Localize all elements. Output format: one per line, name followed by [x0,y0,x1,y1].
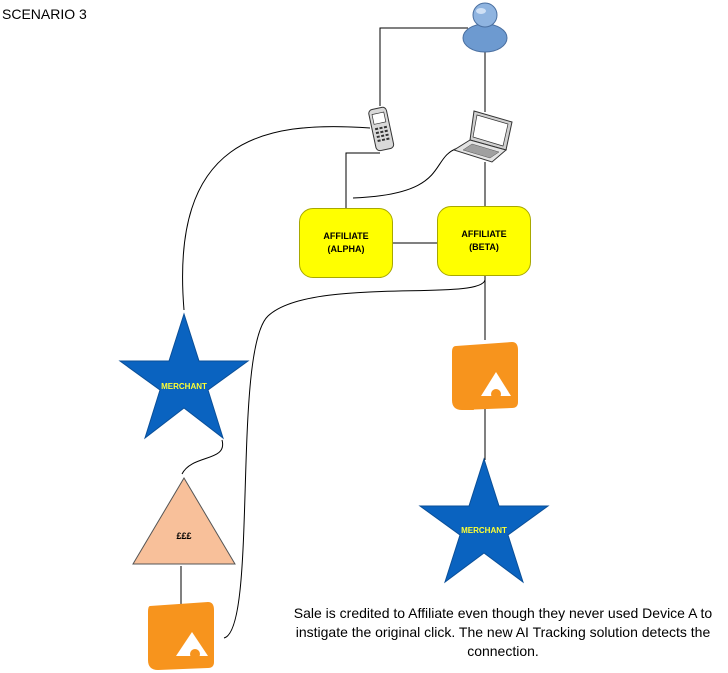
affiliate-beta-line2: (BETA) [469,242,499,252]
caption-line-3: connection. [467,643,539,659]
connector-merchant-triangle [181,439,224,475]
tracking-logo-icon-device-a [148,602,214,670]
money-label: £££ [176,531,191,541]
money-triangle: £££ [132,477,236,565]
merchant-label-left: MERCHANT [161,382,207,391]
connector-user-phone [379,27,468,106]
mobile-phone-icon [368,106,395,152]
tracking-logo-icon [452,342,518,410]
caption-line-1: Sale is credited to Affiliate even thoug… [293,605,713,621]
affiliate-beta-box: AFFILIATE (BETA) [437,206,531,276]
affiliate-alpha-line1: AFFILIATE [323,231,369,241]
connector-phone-merchant [182,126,371,311]
scenario-title: SCENARIO 3 [2,6,87,22]
connector-lines [180,27,486,639]
affiliate-alpha-line2: (ALPHA) [327,244,365,254]
merchant-star-left: MERCHANT [118,312,250,440]
caption-line-2: instigate the original click. The new AI… [295,624,711,640]
connector-laptop-alpha [352,147,459,199]
affiliate-alpha-box: AFFILIATE (ALPHA) [299,208,393,278]
merchant-label-right: MERCHANT [461,526,507,535]
connector-phone-alpha [345,152,380,208]
connector-beta-devicea-curve [223,279,486,639]
affiliate-beta-line1: AFFILIATE [461,229,507,239]
merchant-star-right: MERCHANT [418,457,550,584]
user-icon [462,2,508,53]
caption-text: Sale is credited to Affiliate even thoug… [278,604,728,661]
laptop-icon [452,110,513,163]
